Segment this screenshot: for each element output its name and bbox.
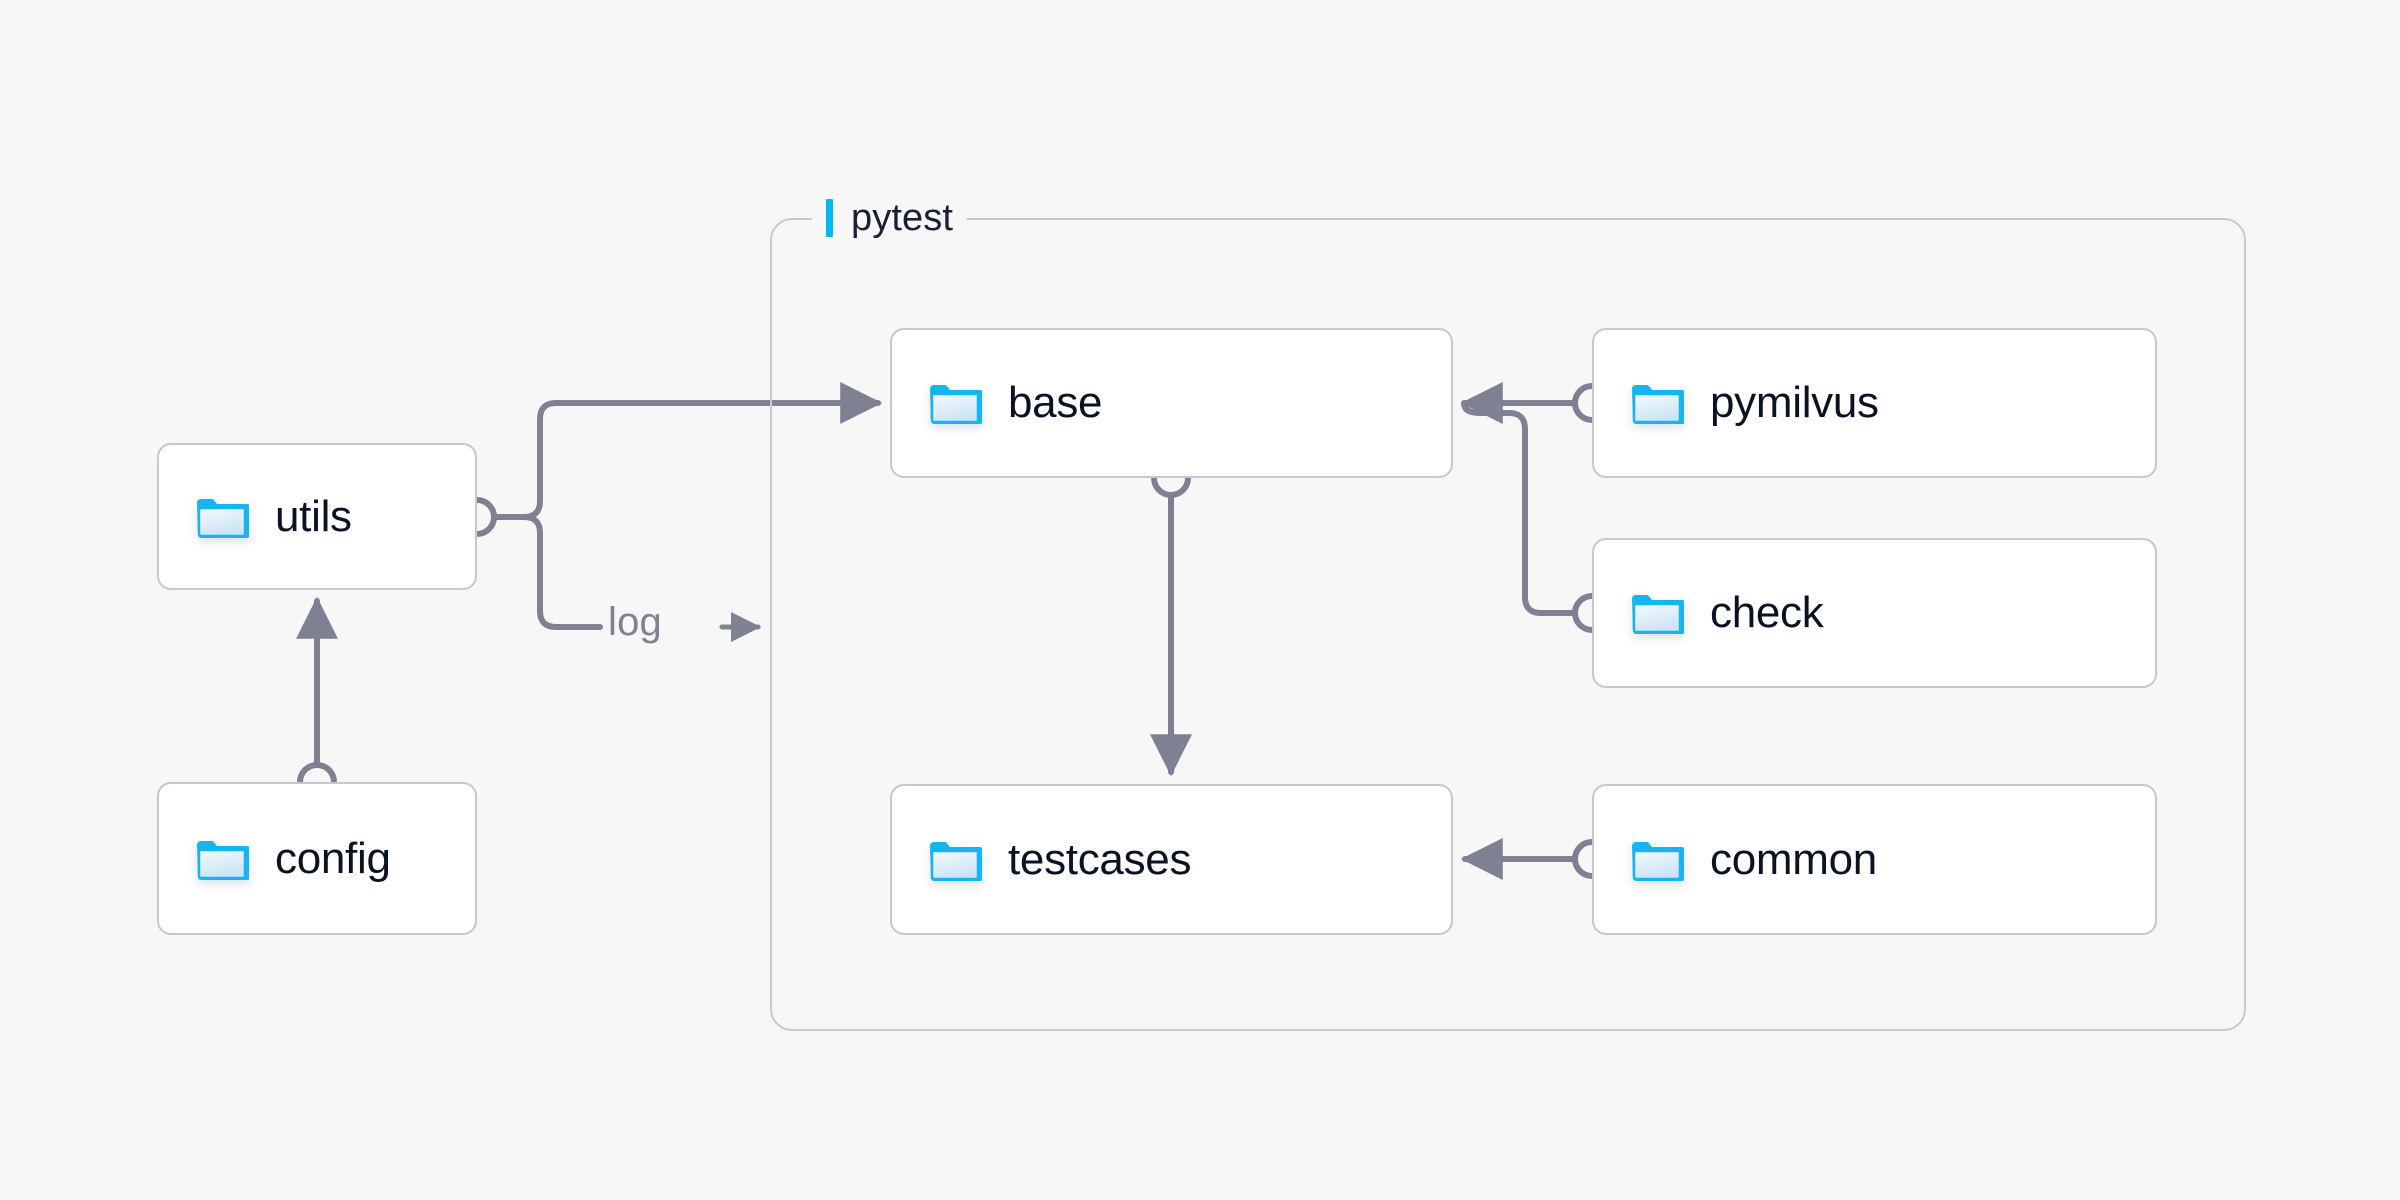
- folder-icon: [1630, 838, 1684, 882]
- edge-utils-to-log: [521, 514, 603, 630]
- node-base[interactable]: base: [890, 328, 1453, 478]
- node-testcases[interactable]: testcases: [890, 784, 1453, 935]
- pytest-group-label: pytest: [851, 196, 953, 239]
- node-label-config: config: [275, 833, 391, 883]
- node-config[interactable]: config: [157, 782, 477, 935]
- pytest-group-container[interactable]: [770, 218, 2246, 1031]
- node-label-base: base: [1008, 378, 1103, 427]
- folder-icon: [928, 381, 982, 425]
- node-label-check: check: [1710, 588, 1824, 637]
- folder-icon: [195, 837, 249, 881]
- folder-icon: [1630, 591, 1684, 635]
- node-utils[interactable]: utils: [157, 443, 477, 590]
- node-check[interactable]: check: [1592, 538, 2157, 688]
- node-label-pymilvus: pymilvus: [1710, 378, 1879, 427]
- group-accent-bar: [826, 199, 833, 237]
- node-pymilvus[interactable]: pymilvus: [1592, 328, 2157, 478]
- node-label-utils: utils: [275, 491, 352, 541]
- edge-label-log: log: [608, 600, 662, 644]
- node-common[interactable]: common: [1592, 784, 2157, 935]
- folder-icon: [195, 495, 249, 539]
- folder-icon: [928, 838, 982, 882]
- pytest-group-label-wrap: pytest: [812, 196, 967, 240]
- node-label-testcases: testcases: [1008, 834, 1192, 884]
- folder-icon: [1630, 381, 1684, 425]
- node-label-common: common: [1710, 834, 1877, 884]
